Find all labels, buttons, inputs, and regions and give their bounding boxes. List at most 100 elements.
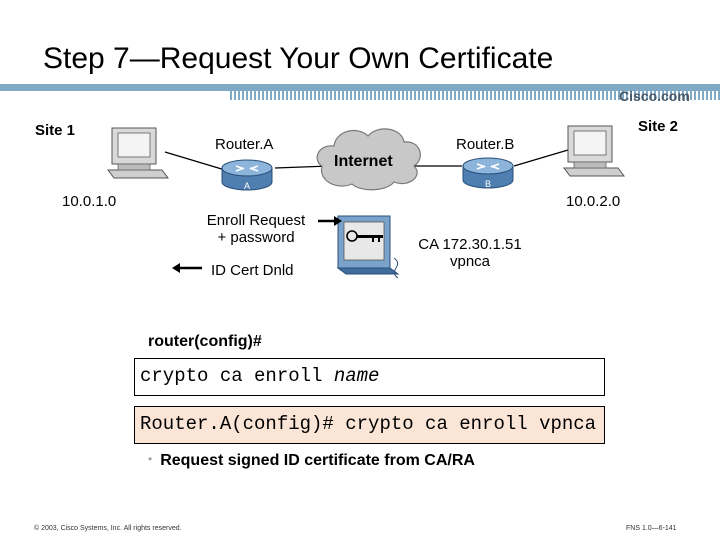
- title-bar-ticks: [230, 91, 720, 100]
- title-bar-tick: [382, 91, 384, 100]
- title-bar-tick: [418, 91, 420, 100]
- pc-icon: [563, 125, 625, 177]
- title-bar-tick: [306, 91, 308, 100]
- title-bar-tick: [698, 91, 700, 100]
- key-icon: [346, 230, 383, 242]
- title-bar-tick: [514, 91, 516, 100]
- title-bar-tick: [242, 91, 244, 100]
- title-bar-tick: [450, 91, 452, 100]
- title-bar-tick: [602, 91, 604, 100]
- command-keyword: crypto ca enroll: [140, 365, 334, 387]
- router-icon: [462, 157, 514, 189]
- title-bar-tick: [298, 91, 300, 100]
- title-bar-tick: [610, 91, 612, 100]
- title-bar-tick: [466, 91, 468, 100]
- title-bar-tick: [438, 91, 440, 100]
- title-bar-tick: [590, 91, 592, 100]
- title-bar-tick: [634, 91, 636, 100]
- title-bar-tick: [542, 91, 544, 100]
- title-bar-tick: [378, 91, 380, 100]
- title-bar-tick: [674, 91, 676, 100]
- router-a-badge: A: [244, 181, 250, 191]
- title-bar-tick: [578, 91, 580, 100]
- title-bar-tick: [302, 91, 304, 100]
- title-bar: [0, 84, 720, 100]
- title-bar-tick: [286, 91, 288, 100]
- title-bar-tick: [506, 91, 508, 100]
- title-bar-tick: [714, 91, 716, 100]
- title-bar-tick: [706, 91, 708, 100]
- title-bar-tick: [622, 91, 624, 100]
- title-bar-tick: [326, 91, 328, 100]
- title-bar-tick: [470, 91, 472, 100]
- footer-slide-number: FNS 1.0—6-141: [626, 525, 677, 532]
- title-bar-tick: [474, 91, 476, 100]
- link-routerb-site2: [513, 149, 569, 167]
- title-bar-tick: [238, 91, 240, 100]
- title-bar-tick: [694, 91, 696, 100]
- title-bar-tick: [342, 91, 344, 100]
- router-b-label: Router.B: [456, 136, 515, 153]
- title-bar-tick: [390, 91, 392, 100]
- title-bar-tick: [574, 91, 576, 100]
- title-bar-tick: [550, 91, 552, 100]
- title-bar-tick: [618, 91, 620, 100]
- title-bar-tick: [494, 91, 496, 100]
- title-bar-tick: [538, 91, 540, 100]
- title-bar-tick: [642, 91, 644, 100]
- title-bar-tick: [366, 91, 368, 100]
- title-bar-tick: [658, 91, 660, 100]
- title-bar-tick: [386, 91, 388, 100]
- title-bar-tick: [554, 91, 556, 100]
- command-example: Router.A(config)# crypto ca enroll vpnca: [140, 413, 597, 435]
- command-example-box: Router.A(config)# crypto ca enroll vpnca: [134, 406, 605, 444]
- title-bar-tick: [338, 91, 340, 100]
- site1-label: Site 1: [35, 122, 76, 139]
- title-bar-tick: [258, 91, 260, 100]
- title-bar-tick: [294, 91, 296, 100]
- title-bar-tick: [402, 91, 404, 100]
- title-bar-tick: [526, 91, 528, 100]
- ca-server-icon: [336, 215, 400, 279]
- title-bar-tick: [246, 91, 248, 100]
- title-bar-tick: [394, 91, 396, 100]
- slide-title: Step 7—Request Your Own Certificate: [43, 42, 554, 75]
- site2-label: Site 2: [638, 118, 679, 135]
- title-bar-tick: [666, 91, 668, 100]
- title-bar-tick: [582, 91, 584, 100]
- title-bar-tick: [626, 91, 628, 100]
- title-bar-tick: [230, 91, 232, 100]
- title-bar-tick: [614, 91, 616, 100]
- router-icon: [221, 159, 273, 191]
- title-bar-tick: [254, 91, 256, 100]
- title-bar-tick: [266, 91, 268, 100]
- title-bar-tick: [654, 91, 656, 100]
- bullet-dot-icon: •: [148, 452, 153, 466]
- router-a-label: Router.A: [215, 136, 274, 153]
- id-cert-download-label: ID Cert Dnld: [211, 262, 294, 279]
- title-bar-tick: [566, 91, 568, 100]
- ca-address: CA 172.30.1.51: [418, 236, 522, 253]
- title-bar-tick: [702, 91, 704, 100]
- enroll-arrow: [318, 216, 342, 226]
- title-bar-tick: [290, 91, 292, 100]
- title-bar-tick: [262, 91, 264, 100]
- title-bar-tick: [250, 91, 252, 100]
- title-bar-tick: [434, 91, 436, 100]
- title-bar-tick: [498, 91, 500, 100]
- title-bar-tick: [406, 91, 408, 100]
- cloud-icon: [316, 128, 421, 191]
- title-bar-tick: [490, 91, 492, 100]
- title-bar-tick: [462, 91, 464, 100]
- title-bar-tick: [334, 91, 336, 100]
- title-bar-tick: [678, 91, 680, 100]
- title-bar-tick: [510, 91, 512, 100]
- title-bar-tick: [398, 91, 400, 100]
- network-1-address: 10.0.1.0: [62, 193, 117, 210]
- title-bar-tick: [318, 91, 320, 100]
- enroll-request-label: Enroll Request + password: [196, 212, 316, 246]
- router-b-badge: B: [485, 179, 491, 189]
- title-bar-tick: [410, 91, 412, 100]
- title-bar-tick: [458, 91, 460, 100]
- footer-copyright: © 2003, Cisco Systems, Inc. All rights r…: [34, 525, 182, 532]
